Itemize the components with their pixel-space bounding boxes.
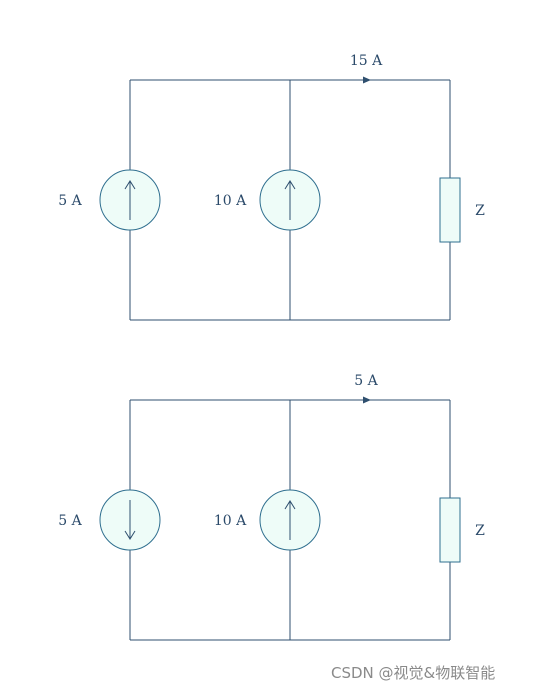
watermark: CSDN @视觉&物联智能 <box>331 664 496 682</box>
source-left-label: 5 A <box>58 513 82 529</box>
circuit-1: 15 A 5 A 10 A Z <box>58 53 485 321</box>
current-source-left <box>99 169 161 231</box>
current-source-mid <box>259 169 321 231</box>
top-current-label: 15 A <box>350 53 383 69</box>
load-resistor-icon <box>439 177 461 243</box>
source-left-label: 5 A <box>58 193 82 209</box>
top-current-label: 5 A <box>354 373 378 389</box>
source-mid-label: 10 A <box>214 193 247 209</box>
current-source-mid <box>259 489 321 551</box>
load-resistor-icon <box>439 497 461 563</box>
load-label: Z <box>475 523 485 539</box>
current-arrow-icon <box>363 396 371 404</box>
current-source-left <box>99 489 161 551</box>
current-arrow-icon <box>363 76 371 84</box>
source-mid-label: 10 A <box>214 513 247 529</box>
circuit-2: 5 A 5 A 10 A Z <box>58 373 485 641</box>
load-label: Z <box>475 203 485 219</box>
